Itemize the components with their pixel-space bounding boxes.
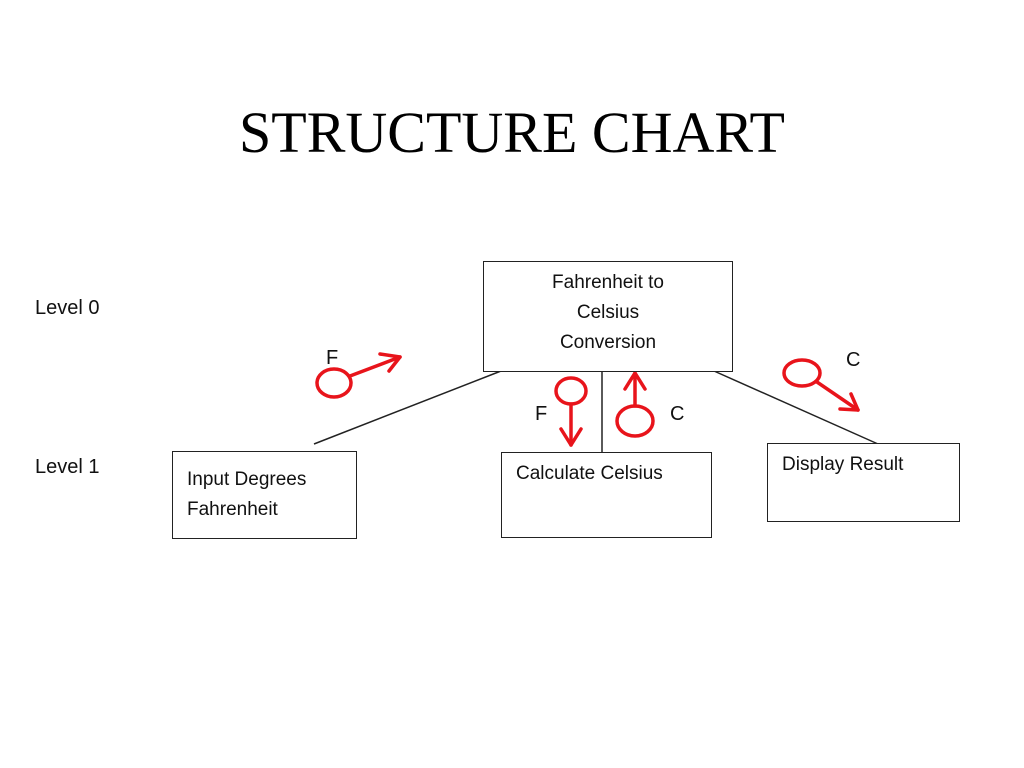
module-root-line-1: Fahrenheit to <box>552 272 664 293</box>
module-box-calculate: Calculate Celsius <box>501 452 712 538</box>
page-title: STRUCTURE CHART <box>239 100 785 165</box>
couple-label-f-calculate: F <box>535 403 548 425</box>
data-couple-c-up-icon <box>615 371 655 438</box>
connector-root-to-display <box>713 370 879 445</box>
module-calculate-line-1: Calculate Celsius <box>516 463 663 484</box>
module-input-line-2: Fahrenheit <box>187 499 278 520</box>
data-couple-c-down-right-icon <box>782 358 860 412</box>
data-couple-f-down-icon <box>554 376 588 447</box>
level-0-label: Level 0 <box>35 297 100 319</box>
level-1-label: Level 1 <box>35 456 100 478</box>
connector-root-to-input <box>313 370 502 445</box>
couple-label-f-input: F <box>326 347 339 369</box>
module-box-input: Input Degrees Fahrenheit <box>172 451 357 539</box>
data-couple-f-up-left-icon <box>315 352 402 399</box>
module-input-line-1: Input Degrees <box>187 469 307 490</box>
couple-label-c-display: C <box>846 349 861 371</box>
module-root-line-2: Celsius <box>576 302 640 323</box>
module-box-root: Fahrenheit to Celsius Conversion <box>483 261 733 372</box>
module-root-line-3: Conversion <box>559 332 657 353</box>
couple-label-c-calculate: C <box>670 403 685 425</box>
module-display-line-1: Display Result <box>782 454 904 475</box>
module-box-display: Display Result <box>767 443 960 522</box>
